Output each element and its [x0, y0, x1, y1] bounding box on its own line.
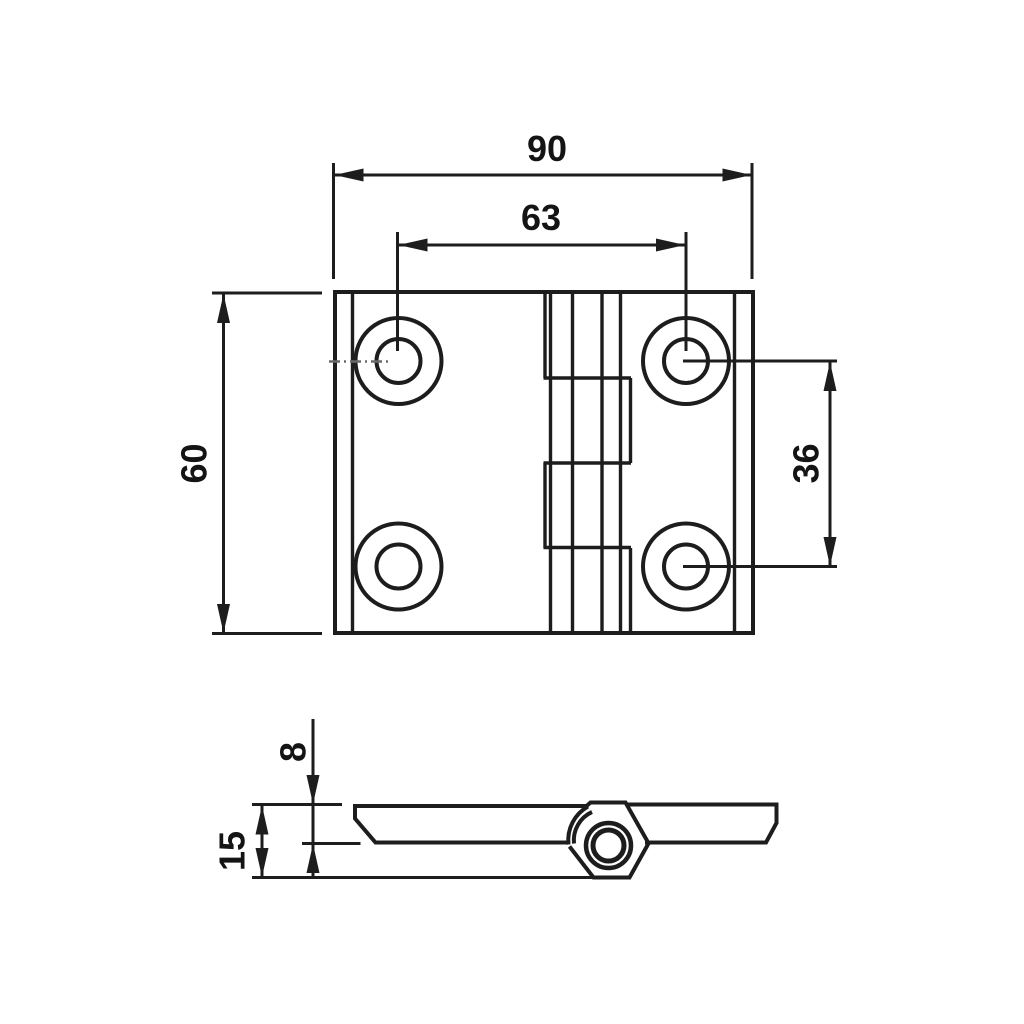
left-leaf-profile — [353, 804, 589, 845]
dim-label-overall-thickness: 15 — [212, 831, 253, 871]
leaf-curl-arc-outer — [566, 804, 590, 845]
dimension-overall-thickness: 15 — [212, 805, 592, 879]
arrowhead-up — [217, 294, 230, 323]
hinge-barrel — [543, 292, 633, 633]
dimension-hole-pitch-horizontal: 63 — [396, 197, 688, 351]
dimension-overall-width: 90 — [332, 128, 754, 279]
leaf-curl-arc-inner — [571, 810, 593, 844]
dimension-overall-height: 60 — [174, 291, 322, 635]
dim-label-overall-width: 90 — [527, 128, 567, 169]
arrowhead-right — [722, 168, 752, 182]
right-leaf-profile — [567, 802, 779, 880]
side-view — [353, 800, 779, 880]
dim-label-leaf-thickness: 8 — [273, 742, 314, 762]
knuckle-top-profile — [585, 800, 649, 845]
pin-barrel-outer — [583, 820, 634, 871]
pin-barrel-inner — [590, 827, 627, 864]
screw-holes — [353, 316, 731, 612]
arrowhead-down — [255, 848, 269, 877]
dim-label-overall-height: 60 — [174, 443, 215, 483]
arrowhead-left — [398, 238, 428, 252]
dim-label-hole-pitch-vertical: 36 — [786, 443, 827, 483]
arrowhead-up — [306, 844, 320, 873]
arrowhead-right — [656, 238, 685, 252]
arrowhead-down — [217, 604, 230, 633]
arrowhead-up — [255, 805, 269, 835]
screw-hole-bottom-left-outer — [353, 521, 444, 612]
arrowhead-left — [334, 168, 364, 182]
dimension-hole-pitch-vertical: 36 — [683, 359, 837, 568]
dimension-leaf-thickness: 8 — [252, 719, 361, 877]
top-view — [329, 290, 755, 635]
dim-label-hole-pitch-horizontal: 63 — [521, 197, 561, 238]
arrowhead-down — [823, 537, 837, 566]
screw-hole-bottom-left-inner — [374, 542, 423, 591]
arrowhead-up — [823, 362, 837, 391]
arrowhead-down — [306, 775, 320, 804]
